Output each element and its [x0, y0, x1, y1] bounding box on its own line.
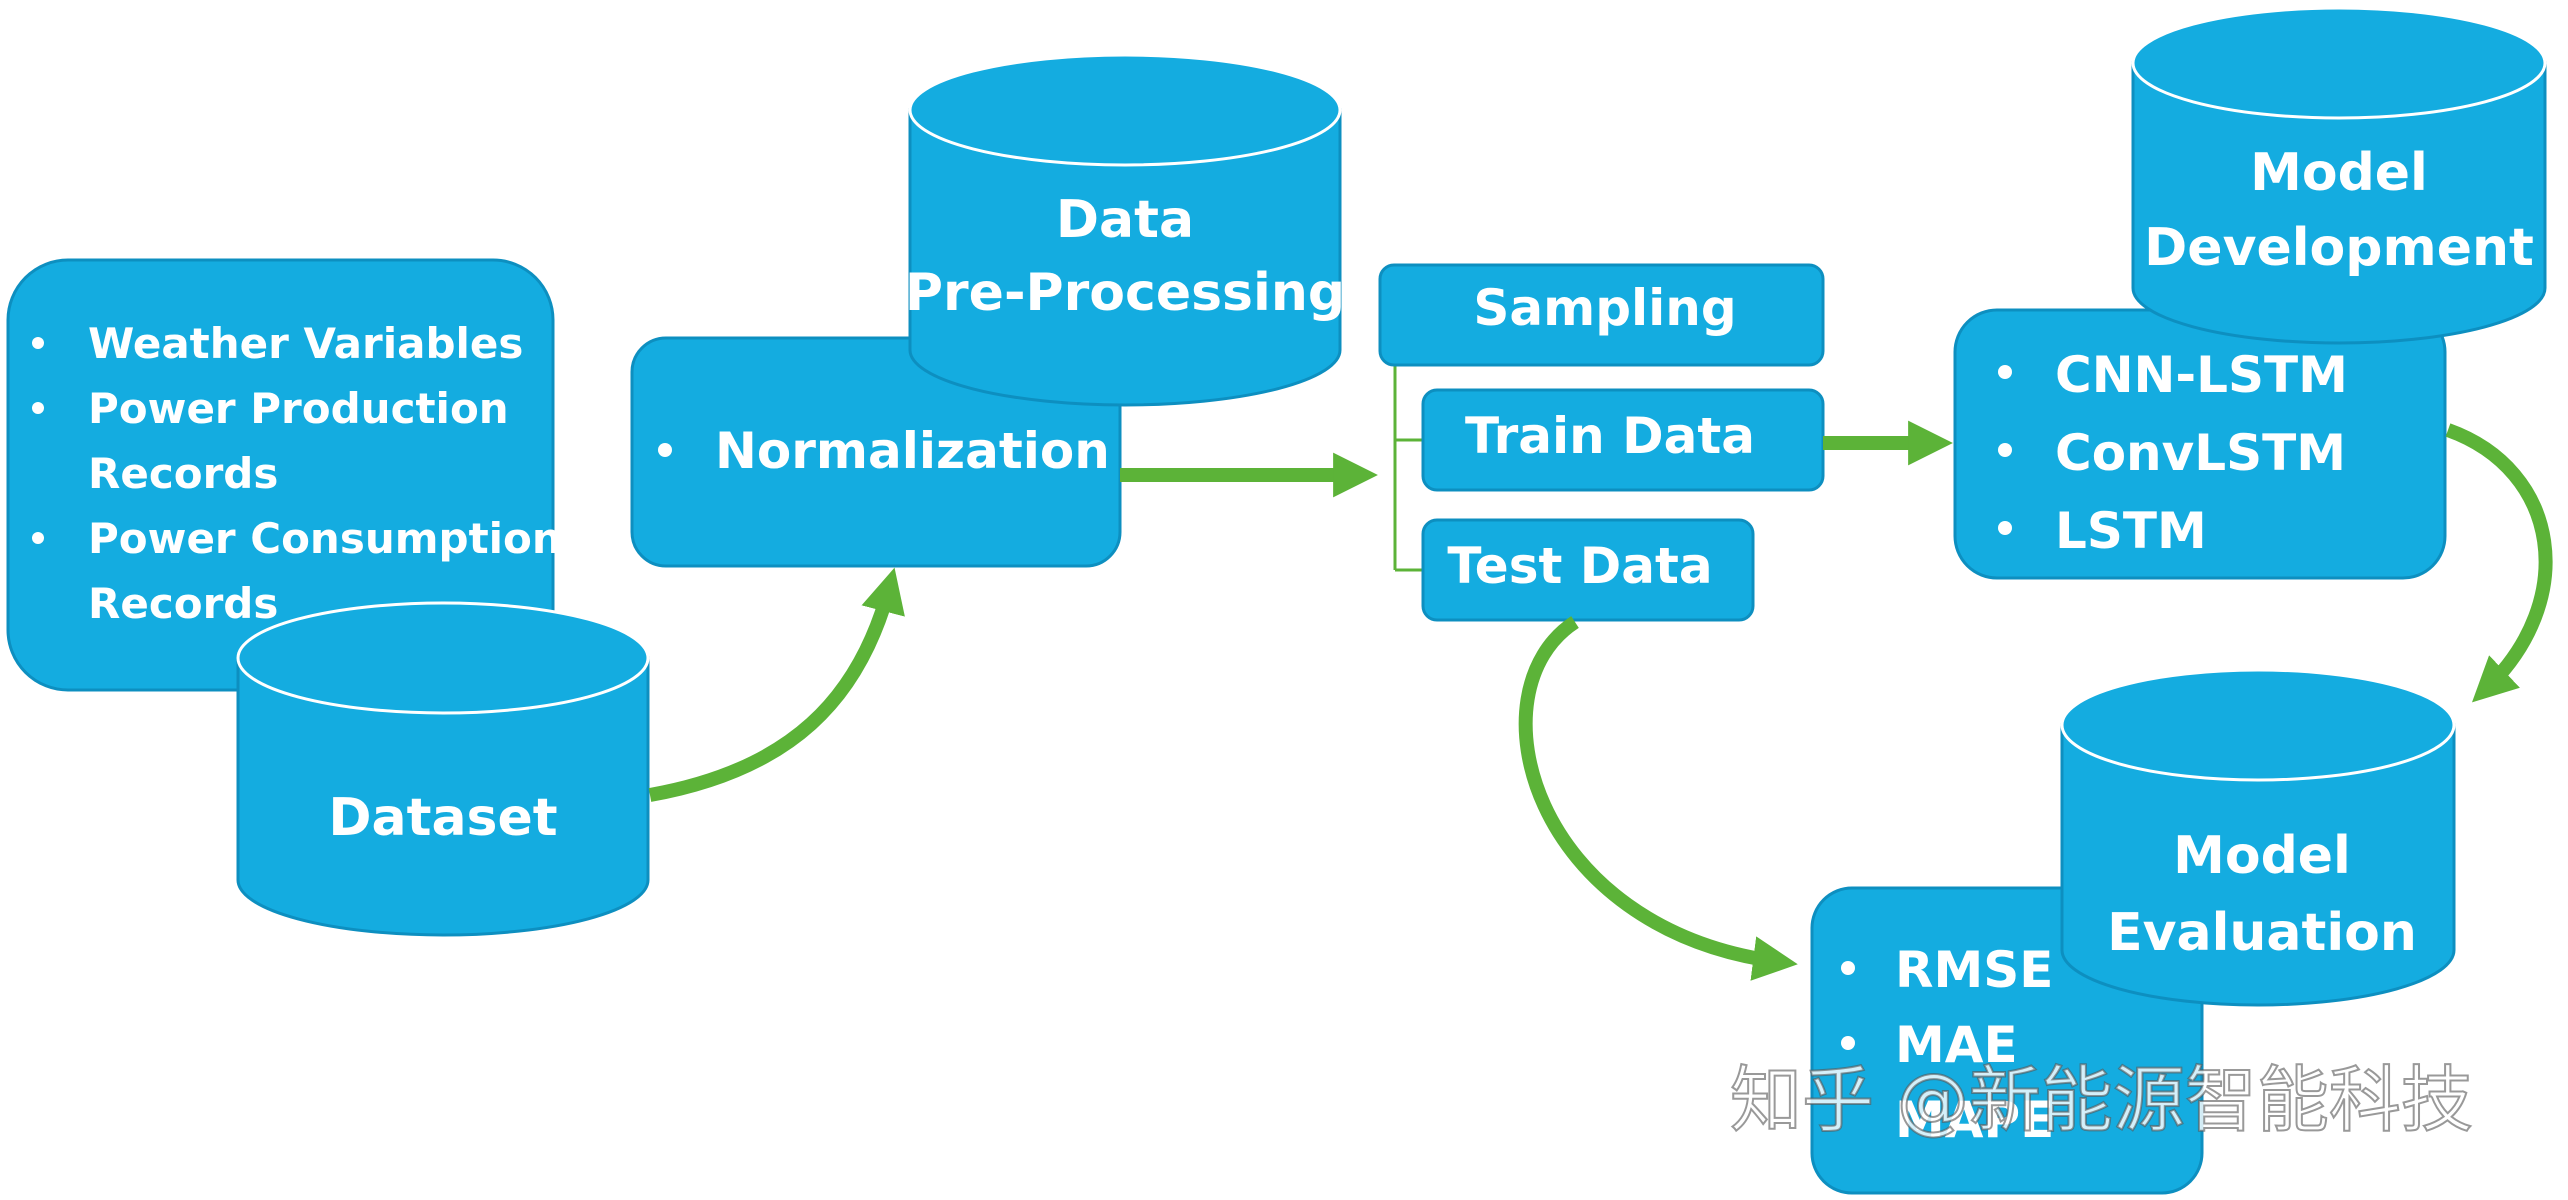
dataset-cylinder: Dataset	[236, 601, 650, 937]
preprocessing-label-line2: Pre-Processing	[905, 263, 1345, 323]
bullet	[1841, 1036, 1855, 1050]
bullet	[32, 532, 44, 544]
test-data-box	[1421, 518, 1755, 622]
preprocessing-group: Normalization Data Pre-Processing	[630, 53, 1345, 568]
watermark-text: 知乎 @新能源智能科技	[1730, 1058, 2473, 1142]
item-cnn-lstm: CNN-LSTM	[2055, 346, 2348, 404]
item-mae: MAE	[1895, 1016, 2018, 1074]
arrow-test-to-evaluation	[1518, 616, 1798, 981]
item-lstm: LSTM	[2055, 502, 2207, 560]
development-cylinder: Model Development	[2131, 6, 2547, 345]
test-data-label: Test Data	[1447, 537, 1712, 595]
item-normalization: Normalization	[715, 422, 1110, 480]
sampling-connector	[1393, 365, 1425, 572]
preprocessing-cylinder: Data Pre-Processing	[905, 53, 1345, 407]
item-weather-variables: Weather Variables	[88, 319, 523, 368]
dataset-items-list: Weather Variables Power Production Recor…	[32, 319, 562, 628]
evaluation-group: RMSE MAE MAPE Model Evaluation	[1810, 668, 2456, 1195]
train-data-label: Train Data	[1465, 407, 1755, 465]
sampling-header-box	[1378, 263, 1825, 367]
item-mape: MAPE	[1895, 1091, 2054, 1149]
evaluation-label-line2: Evaluation	[2107, 903, 2417, 963]
flow-arrows	[648, 420, 2553, 981]
dataset-label: Dataset	[328, 788, 557, 848]
bullet	[1841, 961, 1855, 975]
bullet	[1998, 521, 2012, 535]
development-label-line2: Development	[2144, 218, 2534, 278]
bullet	[1998, 443, 2012, 457]
bullet	[1998, 365, 2012, 379]
item-records-1: Records	[88, 449, 278, 498]
bullet	[32, 402, 44, 414]
item-records-2: Records	[88, 579, 278, 628]
evaluation-label-line1: Model	[2173, 826, 2351, 886]
item-power-production: Power Production	[88, 384, 509, 433]
item-convlstm: ConvLSTM	[2055, 424, 2346, 482]
arrow-development-to-evaluation	[2445, 423, 2553, 703]
bullet	[658, 443, 672, 457]
arrow-dataset-to-preprocessing	[648, 567, 905, 802]
item-power-consumption: Power Consumption	[88, 514, 562, 563]
dataset-group: Weather Variables Power Production Recor…	[6, 258, 650, 937]
preprocessing-label-line1: Data	[1056, 190, 1194, 250]
bullet	[32, 337, 44, 349]
item-rmse: RMSE	[1895, 941, 2053, 999]
sampling-header-label: Sampling	[1473, 279, 1736, 337]
development-label-line1: Model	[2250, 143, 2428, 203]
sampling-group: Sampling Train Data Test Data	[1378, 263, 1825, 622]
development-group: CNN-LSTM ConvLSTM LSTM Model Development	[1953, 6, 2547, 580]
evaluation-cylinder: Model Evaluation	[2060, 668, 2456, 1007]
